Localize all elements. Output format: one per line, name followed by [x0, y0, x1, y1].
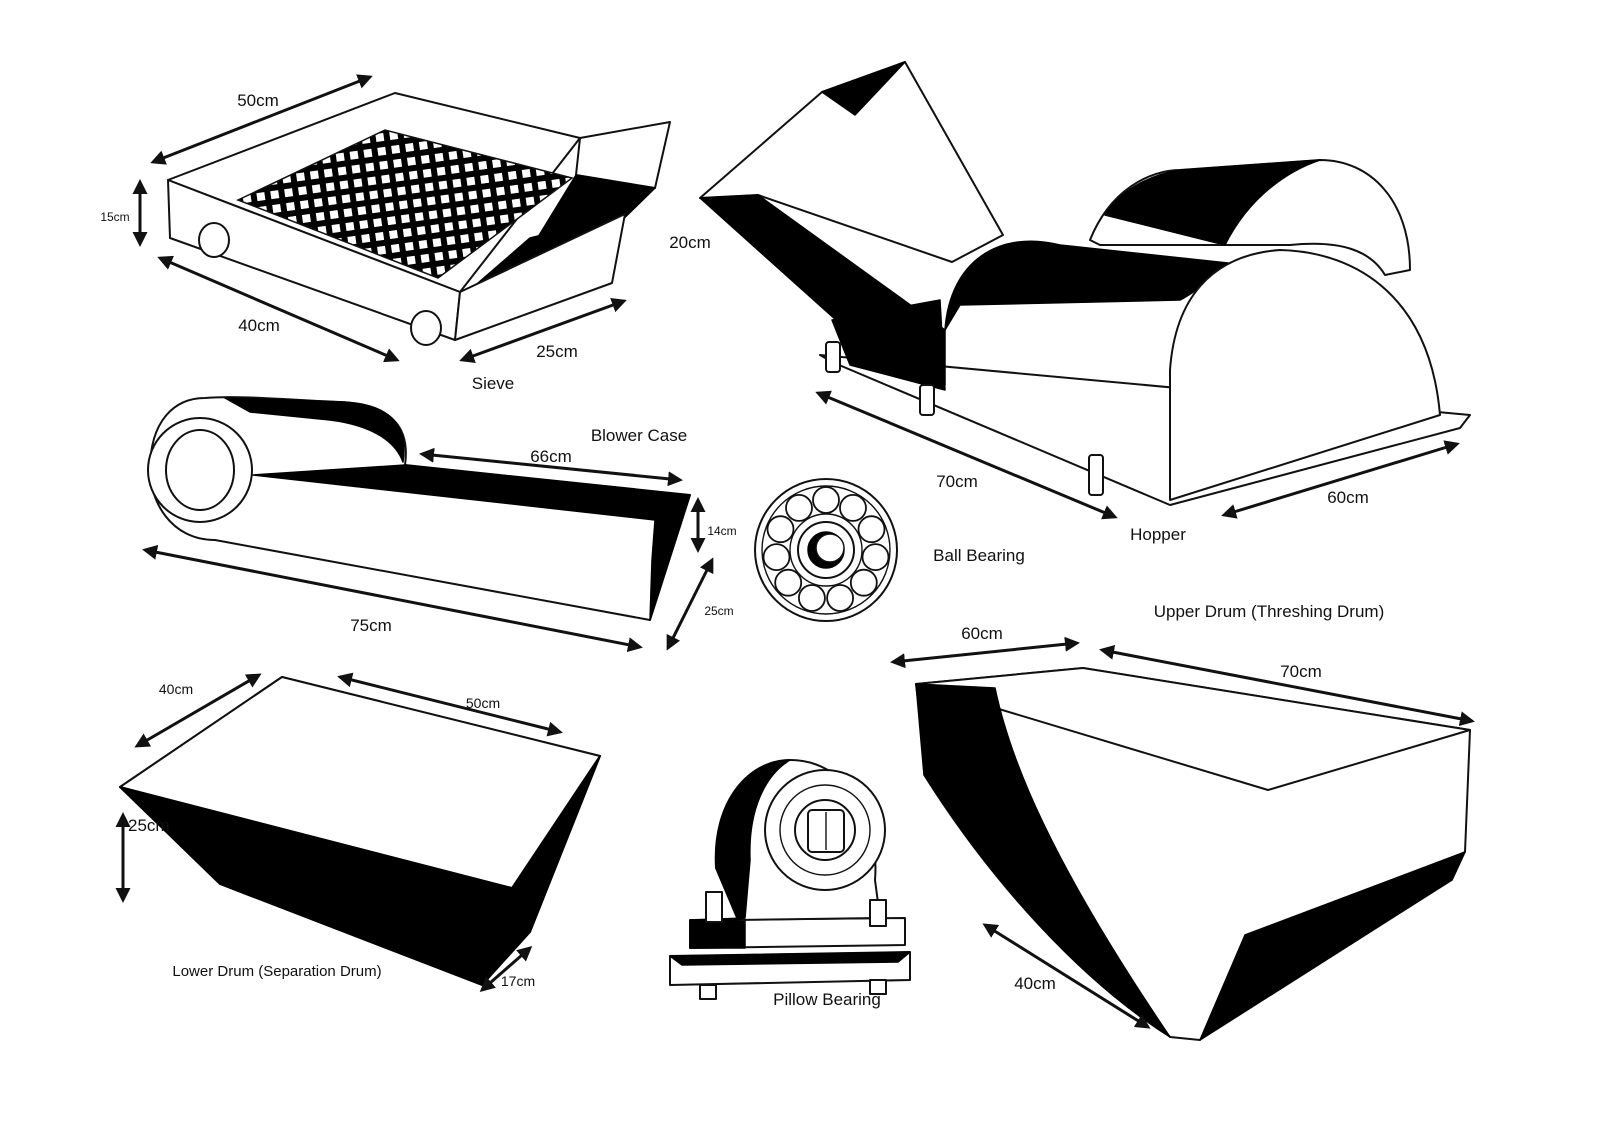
lower-drum-drawing [115, 672, 601, 992]
sieve-dim-height: 15cm [100, 210, 129, 224]
hopper-dim-width: 60cm [1327, 488, 1369, 507]
upper-drum-drawing [890, 636, 1475, 1041]
hopper-label: Hopper [1130, 525, 1186, 544]
bearing-ball [766, 515, 795, 544]
upper-drum-dim-length: 70cm [1280, 662, 1322, 681]
lower-drum-dim-length: 50cm [466, 695, 500, 711]
blower-dim-top: 66cm [530, 447, 572, 466]
hopper-drawing [699, 61, 1471, 520]
bearing-ball [839, 493, 867, 522]
bearing-ball [861, 543, 890, 571]
bearing-ball [826, 584, 854, 612]
bearing-ball [798, 584, 826, 612]
sieve-dim-length: 50cm [237, 91, 279, 110]
bearing-ball [785, 493, 813, 522]
hopper-dim-length: 70cm [936, 472, 978, 491]
bearing-ball [857, 515, 886, 544]
bearing-ball [774, 568, 803, 597]
bearing-ball [762, 543, 791, 571]
sieve-dim-width: 25cm [536, 342, 578, 361]
upper-drum-dim-width: 60cm [961, 624, 1003, 643]
hopper-dim-height: 20cm [669, 233, 711, 252]
lower-drum-dim-width: 40cm [159, 681, 193, 697]
ball-bearing-label: Ball Bearing [933, 546, 1025, 565]
pillow-bearing-label: Pillow Bearing [773, 990, 881, 1009]
lower-drum-dim-depth: 17cm [501, 973, 535, 989]
sieve-dim-bottom: 40cm [238, 316, 280, 335]
upper-drum-label: Upper Drum (Threshing Drum) [1154, 602, 1385, 621]
lower-drum-dim-height: 25cm [128, 816, 170, 835]
bearing-ball [812, 486, 840, 514]
ball-bearing-drawing [754, 478, 898, 622]
lower-drum-label: Lower Drum (Separation Drum) [172, 963, 381, 980]
blower-dim-height: 14cm [707, 524, 736, 538]
blower-dim-depth: 25cm [704, 604, 733, 618]
bearing-ball [849, 568, 878, 597]
blower-dim-length: 75cm [350, 616, 392, 635]
sieve-drawing [132, 74, 671, 363]
blower-case-drawing [142, 396, 714, 653]
blower-case-label: Blower Case [591, 426, 687, 445]
sieve-label: Sieve [472, 374, 515, 393]
pillow-bearing-drawing [669, 759, 911, 1000]
upper-drum-dim-depth: 40cm [1014, 974, 1056, 993]
